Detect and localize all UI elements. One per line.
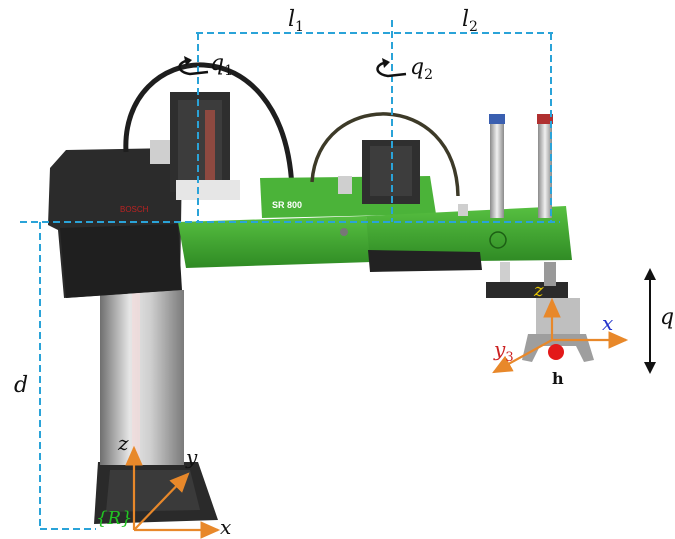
- spline-rod-left: [490, 118, 504, 218]
- base-frame-label: {R}: [96, 508, 132, 529]
- base-z-label: z: [117, 431, 129, 455]
- d-label: d: [14, 373, 28, 398]
- q3-label: q: [660, 305, 674, 330]
- tool-y-axis: [492, 339, 553, 374]
- q2-label: q2: [410, 55, 433, 83]
- tool-y-label: y3: [493, 337, 514, 365]
- base-y-label: y: [185, 445, 198, 469]
- l2-label: l2: [462, 7, 478, 35]
- model-label: SR 800: [272, 200, 302, 210]
- robot-column: [100, 290, 184, 465]
- base-x-label: x: [220, 515, 231, 539]
- tool-point-label: h: [552, 369, 564, 388]
- tool-x-label: x: [602, 311, 613, 335]
- brand-label: BOSCH: [120, 205, 149, 214]
- cable-2: [310, 112, 460, 197]
- arm-link-2: [366, 206, 572, 262]
- q1-label: q1: [210, 51, 233, 79]
- tool-point-marker: [548, 344, 564, 360]
- spline-rod-right: [538, 118, 552, 218]
- base-y-axis: [133, 472, 190, 531]
- l1-label: l1: [288, 7, 304, 35]
- tool-z-label: z: [533, 280, 544, 301]
- cable-1: [123, 62, 295, 189]
- arm-link-1: [178, 216, 372, 268]
